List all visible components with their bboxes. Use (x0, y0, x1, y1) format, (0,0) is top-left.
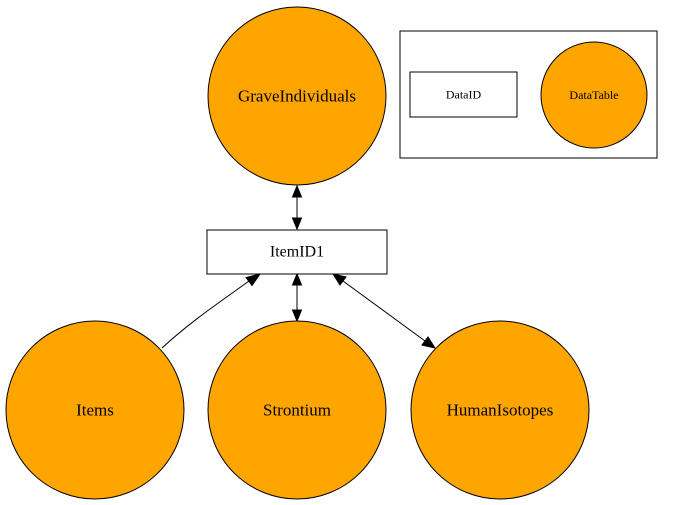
arrowhead-down (291, 309, 303, 323)
legend-table-label: DataTable (569, 88, 618, 102)
edge-itemid-humanisotopes (331, 273, 437, 349)
node-label: Items (76, 401, 114, 420)
nodes: GraveIndividuals ItemID1 Items Strontium… (5, 6, 590, 500)
legend-frame (399, 30, 658, 159)
arrowhead-end (421, 336, 437, 349)
node-circle (207, 6, 387, 186)
node-circle (410, 320, 590, 500)
node-label: GraveIndividuals (238, 87, 356, 106)
node-circle (207, 320, 387, 500)
node-graveindividuals: GraveIndividuals (207, 6, 387, 186)
edge-line (161, 280, 250, 349)
node-strontium: Strontium (207, 320, 387, 500)
legend-id-label: DataID (446, 88, 482, 102)
edges (161, 184, 437, 349)
node-circle (5, 320, 185, 500)
arrowhead-down (291, 217, 303, 231)
node-label: Strontium (263, 401, 331, 420)
edge-line (342, 280, 426, 342)
node-items: Items (5, 320, 185, 500)
edge-itemid-strontium (291, 272, 303, 323)
arrowhead-up (291, 184, 303, 198)
node-box (206, 229, 388, 275)
arrowhead-start (331, 273, 347, 286)
arrowhead (245, 273, 262, 287)
node-label: HumanIsotopes (447, 401, 554, 420)
edge-itemid-graveindividuals (291, 184, 303, 231)
node-label: ItemID1 (270, 244, 324, 261)
node-humanisotopes: HumanIsotopes (410, 320, 590, 500)
legend: DataID DataTable (399, 30, 658, 159)
node-itemid1: ItemID1 (206, 229, 388, 275)
legend-table-circle (540, 41, 648, 149)
legend-id-box (409, 71, 518, 118)
arrowhead-up (291, 272, 303, 286)
edge-items-itemid (161, 273, 262, 349)
